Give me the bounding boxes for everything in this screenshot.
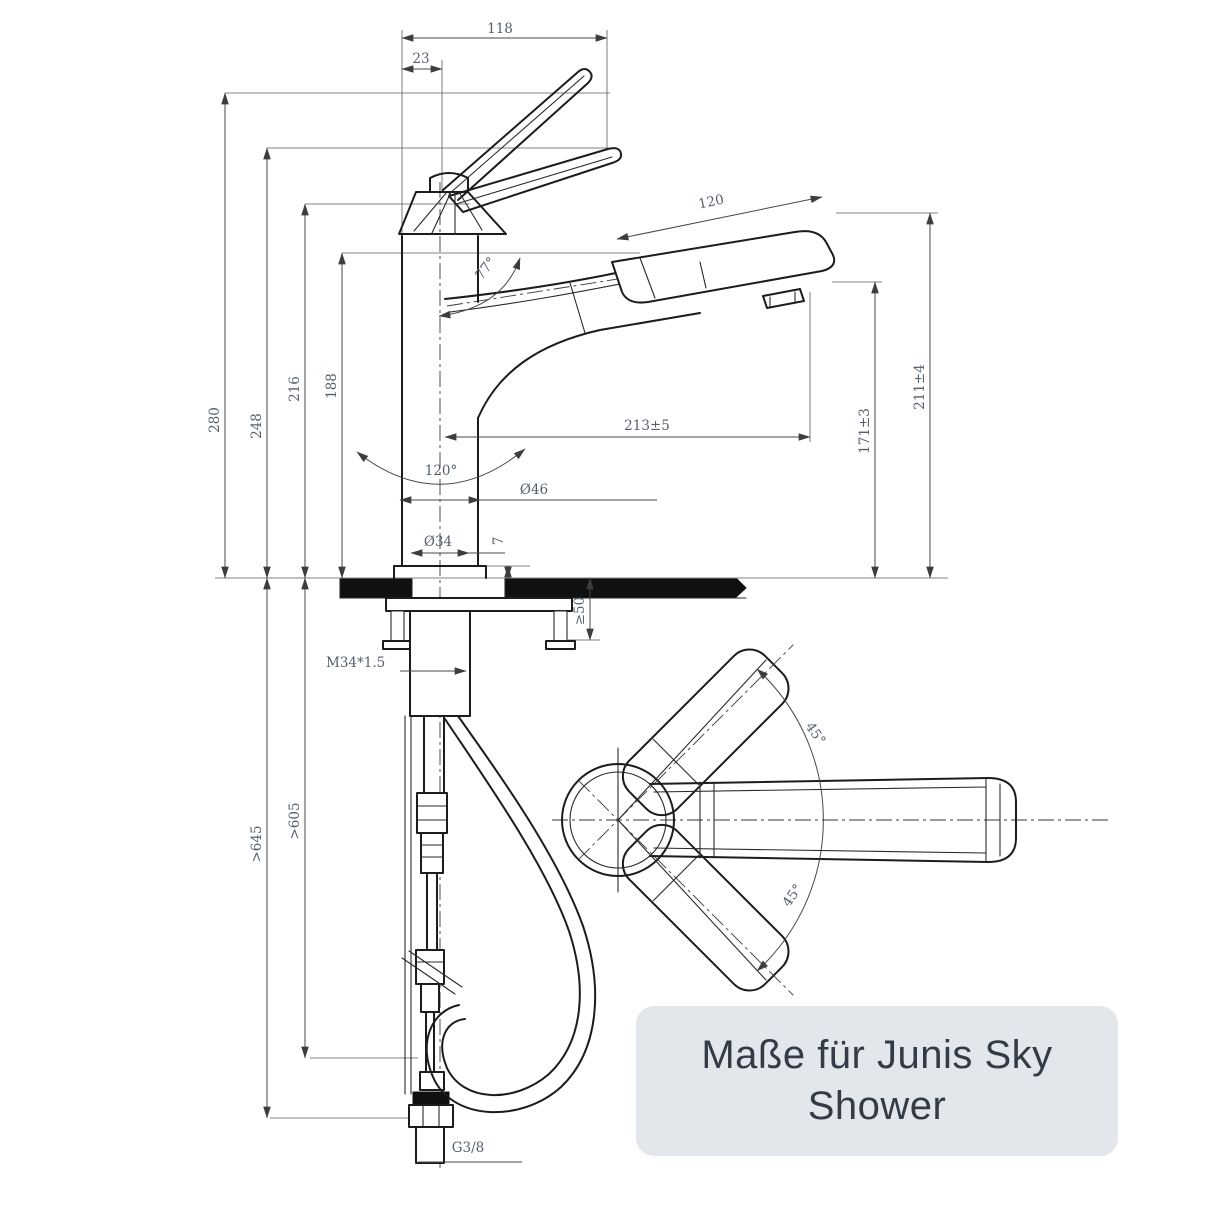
dim-label-hose-length-outer: >645 bbox=[249, 825, 265, 862]
dim-label-supply-thread: G3/8 bbox=[452, 1140, 485, 1156]
dimension-lines bbox=[221, 34, 934, 1163]
dim-label-head-top-height: 211±4 bbox=[912, 364, 928, 410]
dim-label-base-diameter: Ø46 bbox=[520, 482, 548, 498]
dim-label-swivel-upper: 45° bbox=[802, 719, 829, 748]
dim-label-handle-offset: 23 bbox=[412, 51, 429, 67]
dim-label-spout-reach: 213±5 bbox=[624, 418, 670, 434]
dim-label-base-ring-height: 7 bbox=[491, 537, 507, 546]
swivel-sector-lines bbox=[617, 659, 767, 981]
dim-label-swivel-lower: 45° bbox=[779, 881, 806, 910]
dim-label-shank-diameter: Ø34 bbox=[424, 534, 452, 550]
caption-box: Maße für Junis Sky Shower bbox=[636, 1006, 1118, 1156]
dim-label-handle-open-angle: 77° bbox=[472, 254, 499, 283]
dim-label-shank-thread: M34*1.5 bbox=[326, 655, 385, 671]
swivel-arc bbox=[756, 668, 824, 972]
top-view bbox=[552, 644, 1112, 996]
pipe-break-marks bbox=[401, 950, 463, 995]
spray-head bbox=[611, 230, 836, 309]
dim-label-handle-height: 248 bbox=[249, 413, 265, 439]
base-circle bbox=[561, 763, 675, 877]
deck-section bbox=[339, 578, 747, 599]
handle-main bbox=[649, 777, 1017, 863]
handle-rotated-up bbox=[578, 644, 794, 860]
dim-label-total-height: 280 bbox=[207, 407, 223, 433]
dim-label-spout-height: 188 bbox=[324, 373, 340, 399]
dim-label-hose-length-inner: >605 bbox=[287, 802, 303, 839]
dim-label-spray-head-length: 120 bbox=[697, 192, 726, 213]
dimension-extension-lines bbox=[215, 30, 948, 1119]
dim-label-outlet-height: 171±3 bbox=[857, 408, 873, 454]
supply-connector-g38 bbox=[408, 1091, 454, 1164]
dim-label-swivel-angle: 120° bbox=[425, 463, 458, 479]
dim-label-handle-length-top: 118 bbox=[487, 21, 513, 37]
faucet-side-view bbox=[393, 68, 836, 579]
dim-label-max-deck-thickness: ≥50 bbox=[572, 597, 588, 626]
pullout-hose bbox=[425, 715, 597, 1114]
handle-levers bbox=[398, 68, 623, 235]
caption-text: Maße für Junis Sky Shower bbox=[701, 1032, 1053, 1128]
dim-label-body-height: 216 bbox=[287, 376, 303, 402]
